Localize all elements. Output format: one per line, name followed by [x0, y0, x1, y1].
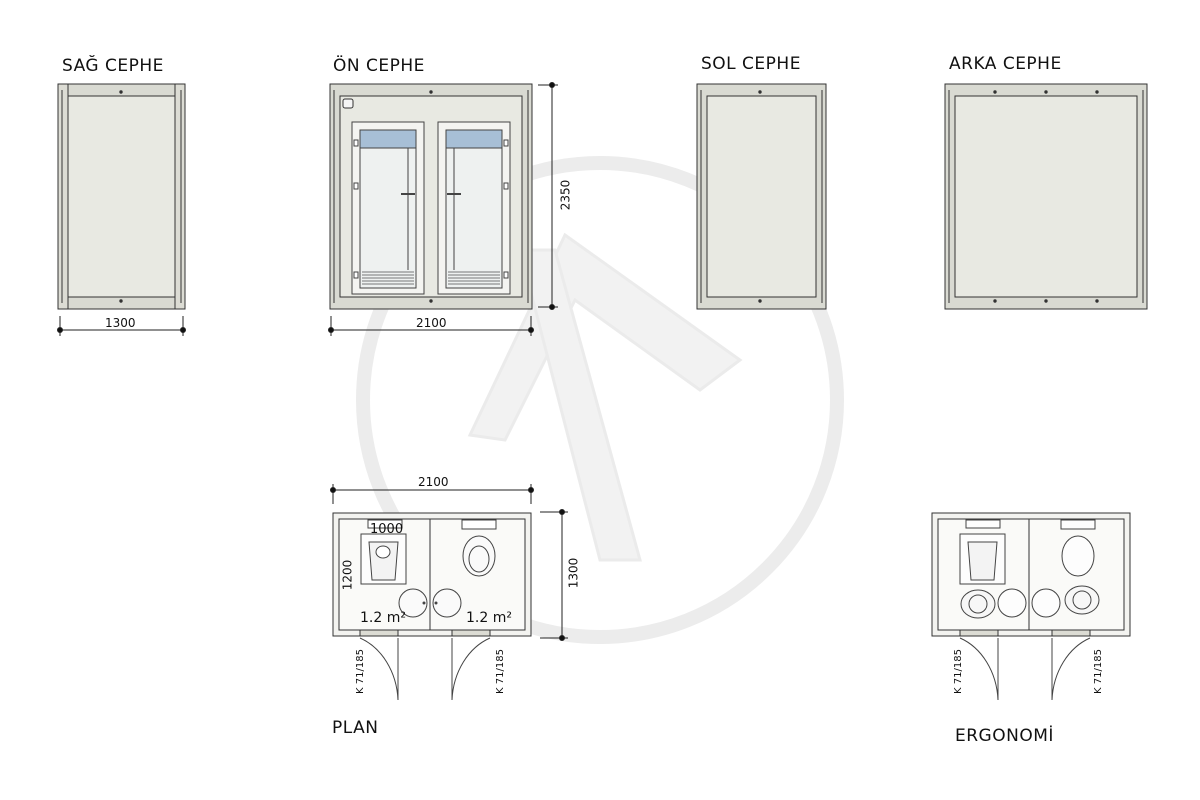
front-door-right: [437, 121, 511, 295]
ergo-person-icons: [960, 585, 1100, 619]
plan-sinks-icon: [398, 588, 462, 618]
plan-width-label: 2100: [418, 475, 449, 489]
plan-door-swings: [359, 637, 491, 701]
cabin-depth-label: 1200: [340, 559, 355, 591]
watermark-logo: [356, 156, 844, 644]
wc-toilet-icon: [461, 519, 497, 577]
front-width-label: 2100: [416, 316, 447, 330]
right-elevation: [57, 83, 186, 310]
front-door-left: [351, 121, 425, 295]
ergo-door-swings: [959, 637, 1091, 701]
cabin-left-area: 1.2 m²: [360, 610, 406, 626]
front-vent-icon: [342, 98, 354, 109]
left-elevation: [696, 83, 827, 310]
back-elevation: [944, 83, 1148, 310]
plan-door-right-label: K 71/185: [494, 649, 506, 694]
plan-door-left-label: K 71/185: [354, 649, 366, 694]
squat-toilet-icon: [360, 519, 407, 585]
ergonomics-title: ERGONOMİ: [955, 726, 1054, 746]
front-elevation-title: ÖN CEPHE: [333, 56, 425, 76]
ergo-fixtures-icon: [959, 519, 1096, 618]
front-dimensions: [328, 82, 558, 336]
front-height-label: 2350: [558, 179, 573, 211]
right-width-dimension: [57, 316, 186, 336]
ergo-door-left-label: K 71/185: [952, 649, 964, 694]
left-elevation-title: SOL CEPHE: [701, 54, 801, 74]
back-elevation-title: ARKA CEPHE: [949, 54, 1062, 74]
right-elevation-title: SAĞ CEPHE: [62, 56, 164, 76]
ergo-door-right-label: K 71/185: [1092, 649, 1104, 694]
cabin-right-area: 1.2 m²: [466, 610, 512, 626]
plan-title: PLAN: [332, 718, 379, 738]
plan-depth-label: 1300: [566, 557, 581, 589]
right-width-label: 1300: [105, 316, 136, 330]
cabin-width-label: 1000: [370, 522, 404, 537]
